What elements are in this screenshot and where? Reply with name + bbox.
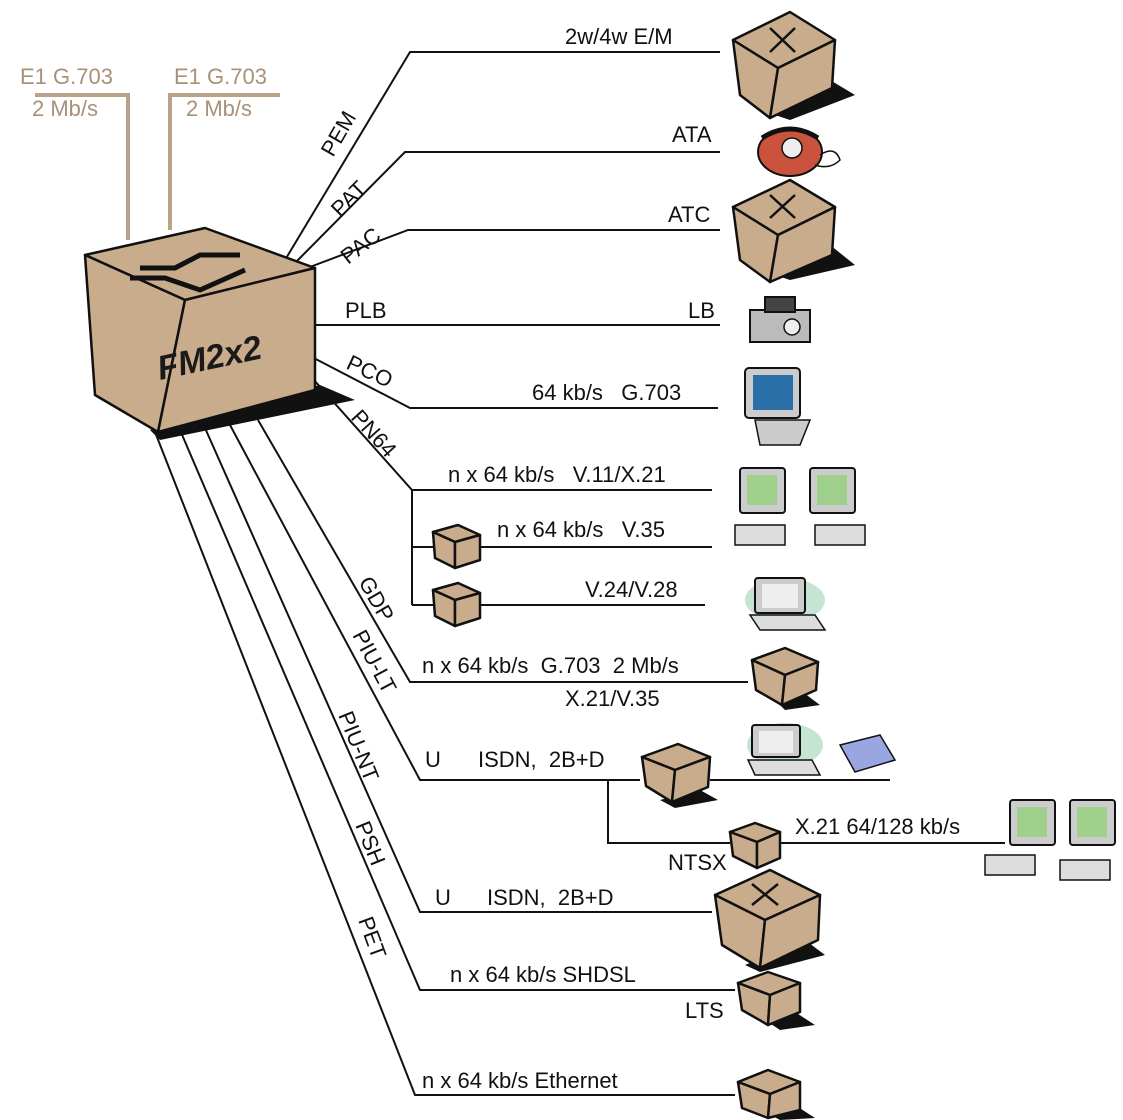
iface-pet: n x 64 kb/s Ethernet: [422, 1068, 618, 1093]
pet-box-icon: [736, 1068, 815, 1120]
iface-pac: ATC: [668, 202, 710, 227]
computer-icon: [744, 367, 812, 446]
piu-lt-box-icon: [640, 742, 718, 808]
line-piu-lt-ntsx: [607, 780, 730, 844]
label-pat: PAT: [326, 176, 372, 222]
line-pac: [301, 229, 720, 271]
line-pat: [292, 151, 720, 266]
connection-lines: [154, 51, 1005, 1096]
line-pem: [284, 51, 720, 261]
module-labels: PEM PAT PAC PLB PCO PN64 GDP PIU-LT PIU-…: [316, 107, 402, 962]
e1-port-right: E1 G.703 2 Mb/s: [168, 64, 280, 230]
iface-gdp-line2: X.21/V.35: [565, 686, 660, 711]
gdp-box-icon: [750, 646, 820, 710]
line-pco: [307, 354, 718, 409]
iface-pn64-v11: n x 64 kb/s V.11/X.21: [448, 462, 666, 487]
iface-piu-nt-u: U: [435, 885, 451, 910]
e1-port-left: E1 G.703 2 Mb/s: [20, 64, 130, 240]
label-piu-nt: PIU-NT: [333, 708, 384, 785]
e1-port-right-line1: E1 G.703: [174, 64, 267, 89]
x21-workstations-icon: [984, 799, 1116, 881]
e1-port-left-line2: 2 Mb/s: [32, 96, 98, 121]
iface-pat: ATA: [672, 122, 712, 147]
iface-gdp-line1: n x 64 kb/s G.703 2 Mb/s: [422, 653, 679, 678]
e1-port-right-line2: 2 Mb/s: [186, 96, 252, 121]
label-pem: PEM: [316, 107, 361, 161]
label-pac: PAC: [336, 222, 386, 269]
iface-piu-lt-isdn: ISDN, 2B+D: [478, 747, 605, 772]
line-gdp: [257, 419, 748, 683]
switch-box-icon-atc: [731, 178, 855, 284]
label-gdp: GDP: [354, 572, 399, 626]
line-piu-nt: [204, 427, 712, 913]
iface-lts: LTS: [685, 998, 724, 1023]
iface-ntsx: NTSX: [668, 850, 727, 875]
small-box-v35: [431, 523, 482, 570]
crossconnect-icon: [140, 252, 240, 271]
fm2x2-main-box: FM2x2: [83, 226, 355, 440]
iface-pn64-v24: V.24/V.28: [585, 577, 678, 602]
label-pn64: PN64: [346, 405, 401, 463]
piu-nt-switch-box-icon: [713, 868, 825, 972]
lts-box-icon: [736, 970, 815, 1030]
iface-psh: n x 64 kb/s SHDSL: [450, 962, 636, 987]
switch-box-icon: [731, 10, 855, 120]
laptop-phone-icon: [746, 723, 897, 776]
iface-plb: LB: [688, 298, 715, 323]
iface-pem: 2w/4w E/M: [565, 24, 673, 49]
interface-labels: 2w/4w E/M ATA ATC LB 64 kb/s G.703 n x 6…: [422, 24, 960, 1093]
iface-piu-nt-isdn: ISDN, 2B+D: [487, 885, 614, 910]
telephone-icon: [757, 126, 841, 177]
workstations-icon: [734, 467, 866, 546]
line-pet: [154, 431, 735, 1096]
ntsx-box-icon: [728, 821, 782, 870]
lb-phone-icon: [749, 296, 811, 343]
small-box-v24: [431, 581, 482, 628]
line-piu-lt: [229, 424, 640, 781]
line-psh: [179, 429, 735, 991]
iface-x21: X.21 64/128 kb/s: [795, 814, 960, 839]
label-plb: PLB: [345, 298, 387, 323]
iface-pn64-v35: n x 64 kb/s V.35: [497, 517, 665, 542]
laptop-icon: [745, 577, 827, 631]
iface-piu-lt-u: U: [425, 747, 441, 772]
e1-port-left-line1: E1 G.703: [20, 64, 113, 89]
iface-pco: 64 kb/s G.703: [532, 380, 681, 405]
